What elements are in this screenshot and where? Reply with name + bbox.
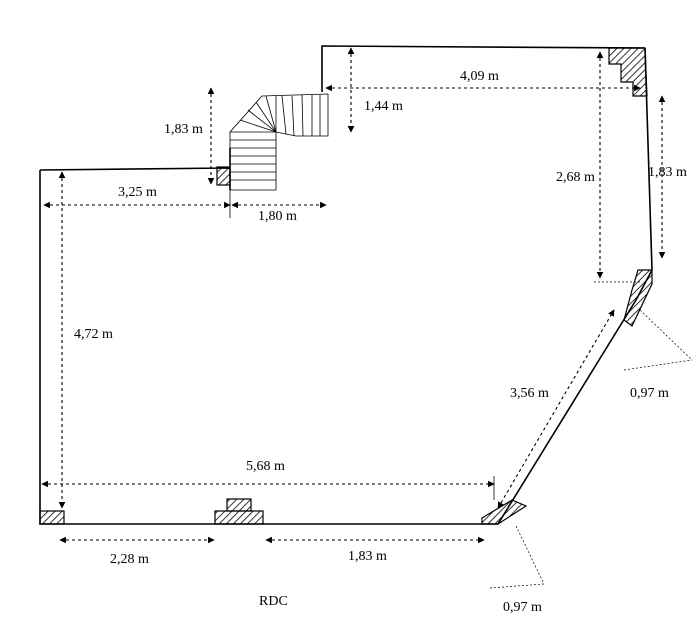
walls bbox=[39, 45, 653, 525]
dimension-lines bbox=[41, 47, 693, 589]
dimension-labels: 4,09 m 1,44 m 1,83 m 3,25 m 1,80 m 2,68 … bbox=[74, 69, 687, 615]
label-bottom-right-segment: 1,83 m bbox=[348, 549, 387, 564]
label-notch-height: 1,44 m bbox=[364, 99, 403, 114]
label-stair-height: 1,83 m bbox=[164, 122, 203, 137]
label-stair-width: 1,80 m bbox=[258, 209, 297, 224]
label-corner-lower: 0,97 m bbox=[503, 600, 542, 615]
columns bbox=[39, 47, 653, 525]
column-bottom-mid-top bbox=[226, 498, 252, 512]
column-right-corner bbox=[623, 269, 653, 327]
staircase bbox=[229, 93, 329, 191]
column-bottom-corner bbox=[481, 499, 528, 525]
column-bottom-left bbox=[39, 510, 65, 525]
column-bottom-mid-base bbox=[214, 510, 264, 525]
label-bottom-width: 5,68 m bbox=[246, 459, 285, 474]
label-corner-upper: 0,97 m bbox=[630, 386, 669, 401]
label-bottom-left-segment: 2,28 m bbox=[110, 552, 149, 567]
column-top-right bbox=[608, 47, 648, 97]
label-top-left-width: 3,25 m bbox=[118, 185, 157, 200]
label-right-inner: 2,68 m bbox=[556, 170, 595, 185]
label-top-wall: 4,09 m bbox=[460, 69, 499, 84]
label-diagonal: 3,56 m bbox=[510, 386, 549, 401]
label-right-outer: 1,83 m bbox=[648, 165, 687, 180]
floor-label: RDC bbox=[259, 594, 288, 609]
label-left-wall: 4,72 m bbox=[74, 327, 113, 342]
column-stair bbox=[216, 166, 231, 186]
dim-diagonal bbox=[497, 309, 615, 509]
